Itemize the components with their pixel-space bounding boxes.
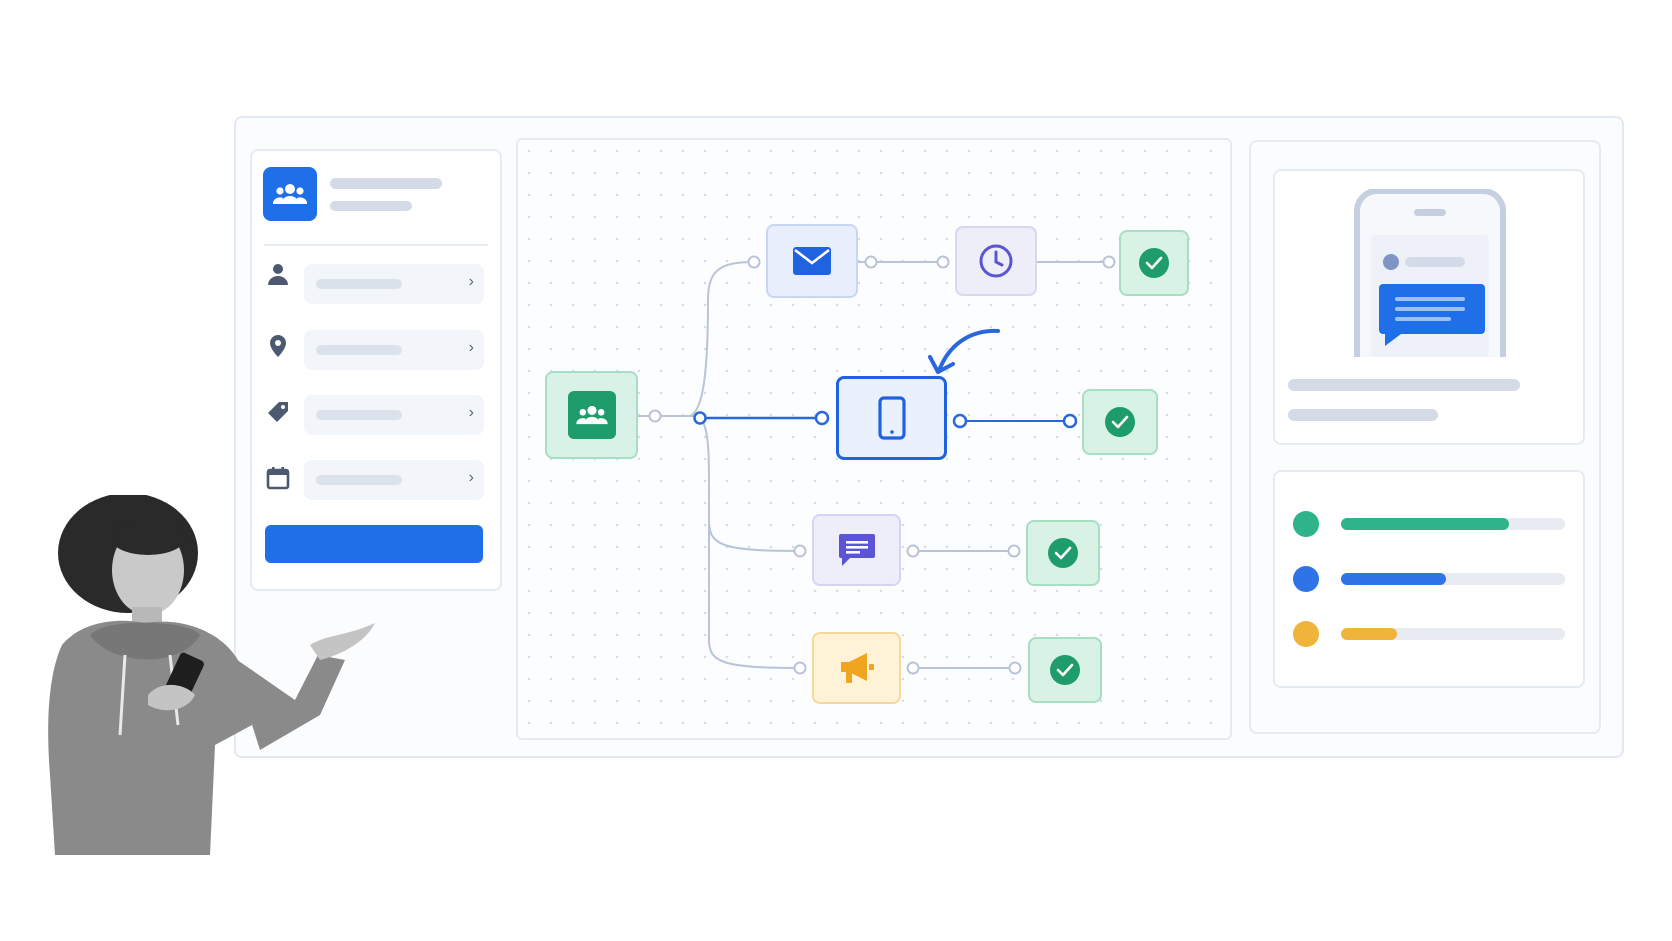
sidebar-item-label-skeleton [316, 279, 402, 289]
audience-node[interactable] [545, 371, 638, 459]
presenter-illustration [48, 495, 375, 855]
status-dot [1293, 511, 1319, 537]
audience-sidebar [250, 149, 502, 591]
progress-fill [1341, 518, 1509, 530]
chevron-right-icon: › [468, 469, 474, 486]
primary-action-button[interactable] [265, 525, 483, 563]
progress-track [1341, 518, 1565, 530]
audience-node-badge [567, 391, 616, 439]
megaphone-icon [840, 653, 874, 683]
calendar-icon [266, 466, 290, 490]
completed-check-email [1119, 230, 1189, 296]
progress-row [1293, 511, 1565, 537]
sidebar-subtitle-skeleton [330, 201, 412, 211]
check-circle-icon [1105, 407, 1135, 437]
email-node[interactable] [766, 224, 858, 298]
sidebar-title-skeleton [330, 178, 442, 189]
sms-node-selected[interactable] [836, 376, 947, 460]
completed-check-sms [1082, 389, 1158, 455]
completed-check-announcement [1028, 637, 1102, 703]
users-icon [575, 405, 608, 425]
progress-track [1341, 573, 1565, 585]
sidebar-item-tag[interactable]: › [304, 395, 484, 435]
sidebar-item-label-skeleton [316, 410, 402, 420]
sidebar-item-label-skeleton [316, 475, 402, 485]
progress-fill [1341, 573, 1447, 585]
tag-icon [266, 400, 290, 424]
preview-line-skeleton [1288, 409, 1438, 421]
status-dot [1293, 621, 1319, 647]
check-circle-icon [1050, 655, 1080, 685]
check-circle-icon [1048, 538, 1078, 568]
chat-bubble-icon [838, 534, 875, 566]
completed-check-chat [1026, 520, 1100, 586]
check-circle-icon [1139, 248, 1169, 278]
preview-line-skeleton [1288, 379, 1520, 391]
phone-frame-icon [1354, 189, 1506, 357]
sidebar-item-location[interactable]: › [304, 330, 484, 370]
chevron-right-icon: › [468, 273, 474, 290]
chat-node[interactable] [812, 514, 901, 586]
sidebar-item-calendar[interactable]: › [304, 460, 484, 500]
status-dot [1293, 566, 1319, 592]
progress-track [1341, 628, 1565, 640]
progress-row [1293, 566, 1565, 592]
chevron-right-icon: › [468, 339, 474, 356]
person-icon [266, 262, 290, 286]
sidebar-item-person[interactable]: › [304, 264, 484, 304]
progress-row [1293, 621, 1565, 647]
sidebar-divider [264, 244, 488, 246]
delay-node[interactable] [955, 226, 1037, 296]
sidebar-item-label-skeleton [316, 345, 402, 355]
envelope-icon [793, 247, 831, 275]
users-icon [273, 184, 307, 204]
clock-icon [979, 244, 1013, 278]
announcement-node[interactable] [812, 632, 901, 704]
chevron-right-icon: › [468, 404, 474, 421]
smartphone-icon [877, 396, 906, 440]
location-pin-icon [266, 334, 290, 358]
progress-fill [1341, 628, 1397, 640]
audience-avatar-badge [263, 167, 317, 221]
